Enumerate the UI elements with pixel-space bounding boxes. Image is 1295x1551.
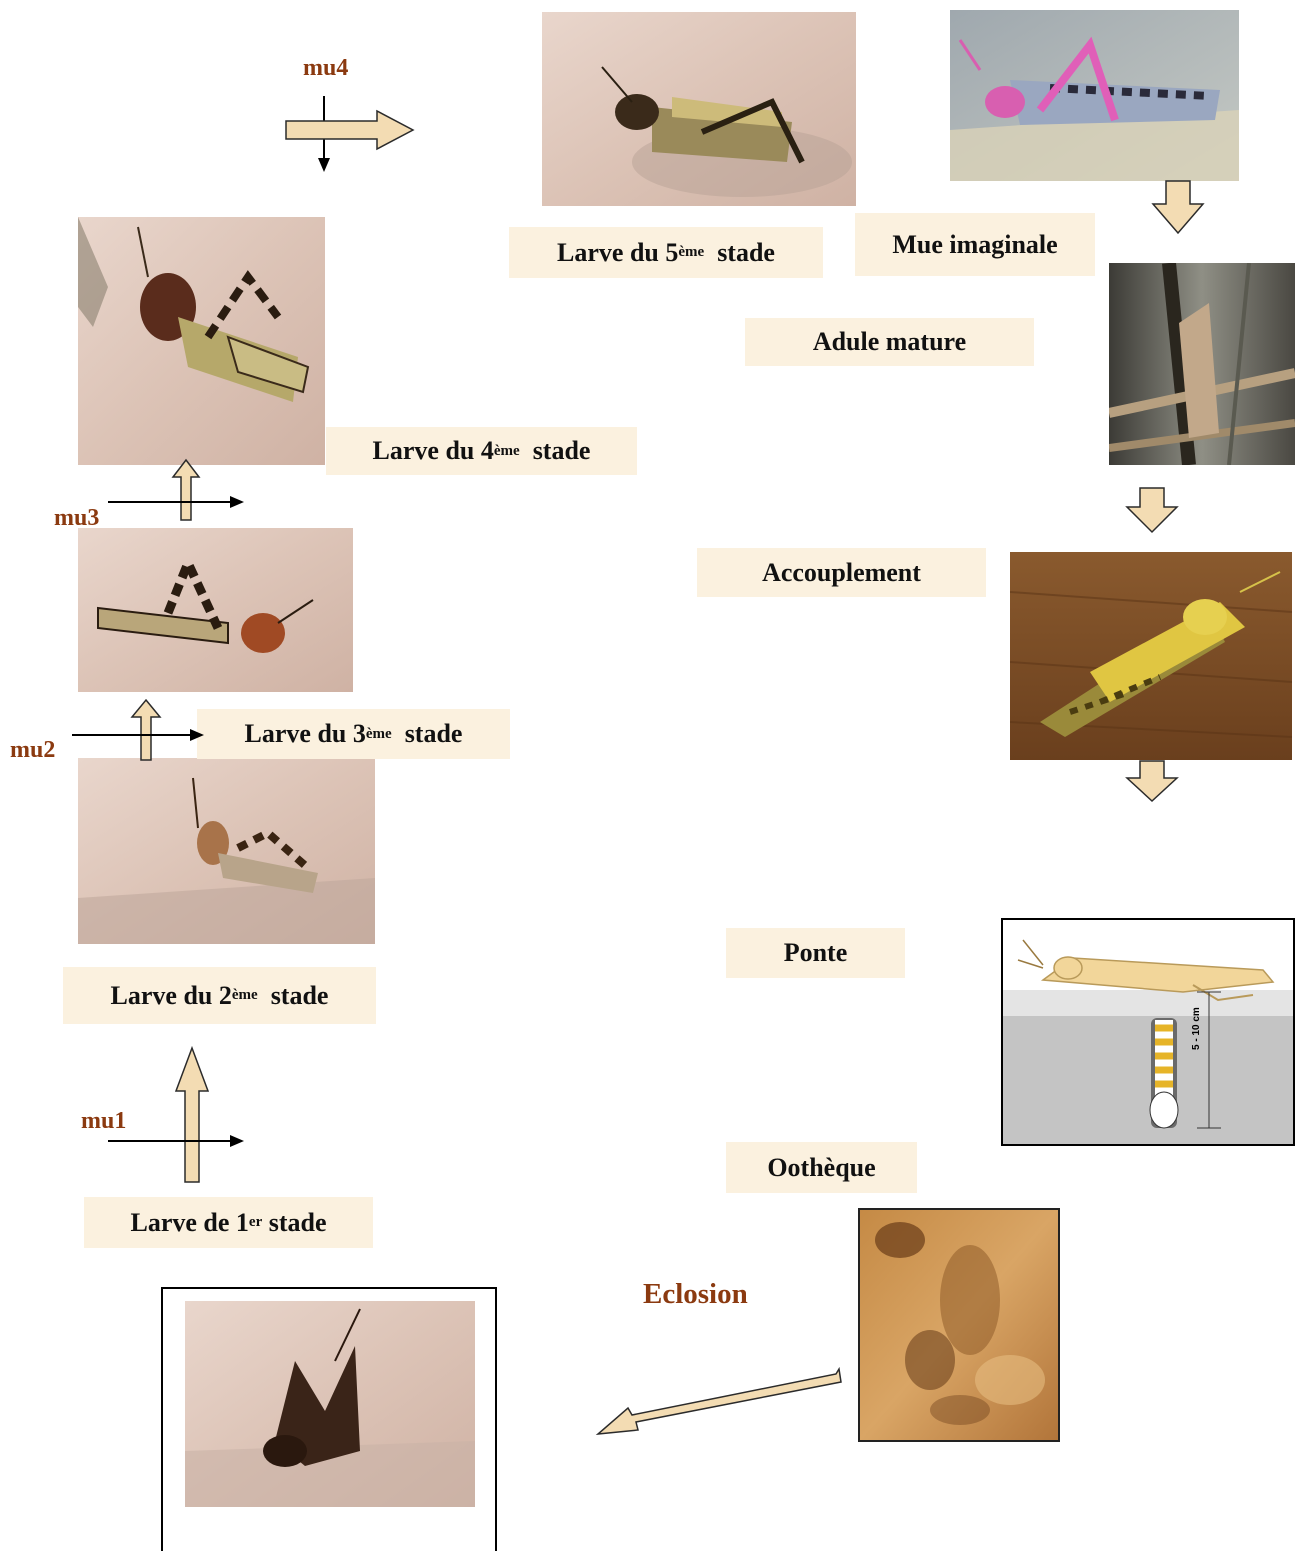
accouplement-photo [1010,552,1292,760]
larva2-photo [78,758,375,944]
mu3-label: mu3 [54,505,99,532]
block-arrow-down-icon-2 [1126,487,1178,533]
larva5-label: Larve du 5ème stade [509,227,823,278]
larva3-label: Larve du 3ème stade [197,709,510,759]
mu4-block-arrow-right-icon [285,110,415,150]
mu1-block-arrow-up-icon [175,1047,209,1183]
mu2-thin-arrow-right-icon [72,727,206,743]
eclosion-label: Eclosion [643,1278,748,1311]
mu4-label: mu4 [303,55,348,82]
larva5-photo [542,12,856,206]
larva2-label: Larve du 2ème stade [63,967,376,1024]
larva4-label: Larve du 4ème stade [326,427,637,475]
ootheque-label: Oothèque [726,1142,917,1193]
mu2-label: mu2 [10,737,55,764]
ponte-diagram: 5 - 10 cm [1001,918,1295,1146]
larva1-frame [161,1287,497,1551]
accouplement-label: Accouplement [697,548,986,597]
mu3-block-arrow-up-icon [172,459,200,521]
ootheque-photo [858,1208,1060,1442]
mue-imaginale-photo [950,10,1239,181]
mue-imaginale-label: Mue imaginale [855,213,1095,276]
larva3-photo [78,528,353,692]
larva1-label: Larve de 1er stade [84,1197,373,1248]
mu1-label: mu1 [81,1108,126,1135]
adulte-mature-label: Adule mature [745,318,1034,366]
adulte-mature-photo [1109,263,1295,465]
block-arrow-down-icon-1 [1152,180,1204,234]
larva4-photo [78,217,325,465]
block-arrow-down-icon-3 [1126,760,1178,802]
ponte-depth-label: 5 - 10 cm [1191,1007,1202,1050]
larva1-photo [185,1301,475,1507]
eclosion-diagonal-arrow-icon [596,1368,842,1440]
mu3-thin-arrow-right-icon [108,494,246,510]
mu1-thin-arrow-right-icon [108,1133,246,1149]
ponte-label: Ponte [726,928,905,978]
